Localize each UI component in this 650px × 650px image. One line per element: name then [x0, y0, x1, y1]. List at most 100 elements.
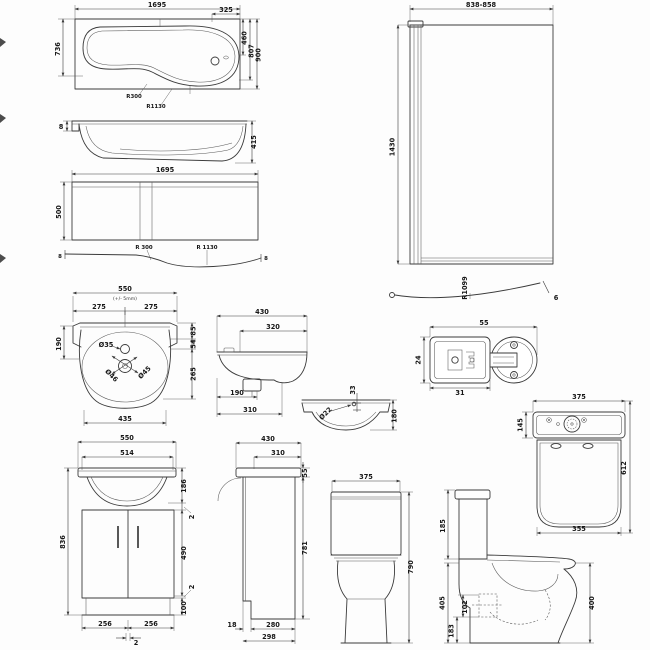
dim-curve-end-left: 8 — [58, 254, 62, 260]
cistern-lid-side — [454, 489, 491, 500]
dim-basin-54: 54 — [190, 339, 198, 349]
dim-vanity-gap-top: 2 — [188, 514, 196, 519]
dim-vanity-inner-width: 514 — [120, 449, 134, 457]
scan-artifacts — [0, 38, 6, 263]
dim-base-depth: 298 — [262, 633, 276, 641]
vanity-front-view: 550 514 836 186 2 490 2 100 — [59, 434, 196, 647]
profile-screw-boss-icon — [451, 356, 459, 364]
dim-vanity-door-height: 490 — [180, 546, 188, 560]
cistern-side — [458, 498, 488, 560]
dim-basin-side-310: 310 — [243, 406, 257, 414]
label-tap-hole-dia: Ø35 — [99, 341, 114, 349]
dim-basin-width: 550 — [118, 285, 132, 293]
dim-curve-end-right: 8 — [264, 256, 268, 262]
wall-profile-section: 55 24 31 — [415, 319, 538, 397]
dim-vanity-door-gap: 2 — [134, 639, 139, 647]
label-screen-radius: R1099 — [461, 276, 469, 300]
dim-front-height: 400 — [588, 596, 596, 610]
basin-side-view: 430 320 190 310 — [216, 308, 308, 417]
dim-bath-807: 807 — [248, 44, 256, 58]
screen-profile-cap — [407, 20, 424, 28]
dim-basin-front-33: 33 — [349, 385, 357, 395]
dim-cistern-height: 185 — [439, 519, 447, 533]
dim-rail-thickness: 6 — [554, 294, 559, 302]
dim-toilet-front-height: 790 — [407, 560, 415, 574]
screen-rail-curve — [394, 282, 541, 299]
label-waste-dia-right: Ø45 — [137, 364, 153, 380]
cistern-front — [330, 491, 402, 556]
dim-vanity-width: 550 — [120, 434, 134, 442]
dim-vanity-side-height: 781 — [301, 541, 309, 555]
basin-plan-view: 550 (+/- 5mm) 275 275 190 85 54 265 435 … — [55, 285, 198, 426]
label-overflow-dia: Ø22 — [318, 405, 334, 421]
dim-vanity-door-right: 256 — [144, 620, 158, 628]
profile-boss-bottom-icon — [510, 371, 518, 379]
dim-basin-265: 265 — [190, 367, 198, 381]
dim-toilet-plan-width: 375 — [572, 393, 586, 401]
dim-vanity-top-depth: 310 — [271, 449, 285, 457]
toilet-side-view: 185 405 102 183 400 — [439, 489, 596, 644]
overflow-hole-icon — [351, 401, 357, 407]
dim-body-depth: 280 — [266, 621, 280, 629]
panel-curve-profile: 8 8 R 300 R 1130 — [58, 245, 268, 268]
label-bath-radius-outer: R1130 — [146, 104, 165, 110]
dim-bath-rim: 8 — [59, 123, 64, 131]
toilet-plan-view: 375 145 612 355 — [517, 393, 633, 536]
basin-front-view: 33 Ø22 180 — [301, 385, 399, 431]
dim-outlet-height: 102 — [461, 600, 469, 614]
dim-basin-half-left: 275 — [92, 303, 106, 311]
dim-basin-side-190: 190 — [230, 389, 244, 397]
label-bath-radius-inner: R300 — [126, 94, 142, 100]
dim-vanity-height: 836 — [59, 535, 67, 549]
shower-screen-view: 838-858 1430 6 R1099 — [389, 1, 559, 302]
flush-button-icon — [563, 415, 581, 433]
dim-profile-height: 24 — [415, 355, 423, 365]
dim-toe-kick: 18 — [227, 621, 237, 629]
dim-screen-height: 1430 — [389, 137, 397, 156]
bath-waste-icon — [210, 56, 220, 66]
dim-toilet-plan-length: 612 — [620, 461, 628, 475]
tap-hole-icon — [120, 344, 130, 354]
bath-overflow-icon — [223, 55, 229, 60]
dim-bath-460: 460 — [241, 31, 249, 45]
label-curve-radius-small: R 300 — [135, 245, 153, 251]
dim-bath-height: 415 — [250, 135, 258, 149]
bath-panel-front-view: 1695 500 — [55, 166, 259, 241]
label-basin-tolerance: (+/- 5mm) — [113, 296, 137, 302]
dim-bowl-height: 405 — [439, 596, 447, 610]
label-curve-radius-large: R 1130 — [196, 245, 217, 251]
dim-basin-base-width: 435 — [118, 415, 132, 423]
dim-bath-end-offset: 325 — [219, 6, 233, 14]
dim-profile-inner-width: 31 — [455, 389, 465, 397]
bath-side-view: 8 415 — [59, 120, 258, 164]
toilet-front-view: 375 790 — [330, 473, 415, 644]
dim-basin-half-right: 275 — [144, 303, 158, 311]
screen-glass — [409, 24, 554, 265]
bath-plan-view: 1695 325 736 460 807 900 R300 R1130 — [54, 1, 263, 110]
dim-vanity-side-depth: 430 — [261, 435, 275, 443]
dim-basin-depth: 190 — [55, 337, 63, 351]
profile-boss-top-icon — [510, 341, 518, 349]
dim-basin-front-height: 180 — [391, 409, 399, 423]
dim-panel-length: 1695 — [156, 166, 175, 174]
dim-toilet-lid-depth: 145 — [517, 418, 525, 432]
dim-basin-side-320: 320 — [266, 323, 280, 331]
dim-bath-length: 1695 — [148, 1, 167, 9]
label-waste-dia-left: Ø46 — [103, 368, 119, 384]
dim-bath-width-left: 736 — [54, 42, 62, 56]
vanity-side-view: 430 310 55 781 18 280 298 — [217, 435, 310, 644]
door-swing-arc — [217, 477, 242, 502]
dim-screen-width: 838-858 — [466, 1, 497, 9]
rail-end-cap-icon — [389, 292, 395, 298]
dim-bath-900: 900 — [255, 48, 263, 62]
dim-basin-85: 85 — [190, 326, 198, 336]
dim-profile-width: 55 — [479, 319, 489, 327]
dim-toilet-body-width: 355 — [572, 525, 586, 533]
toilet-seat — [486, 554, 576, 570]
dim-vanity-door-left: 256 — [98, 620, 112, 628]
dim-basin-side-depth: 430 — [255, 308, 269, 316]
dim-outlet-offset: 183 — [448, 624, 456, 638]
dim-vanity-gap-bottom: 2 — [188, 584, 196, 589]
